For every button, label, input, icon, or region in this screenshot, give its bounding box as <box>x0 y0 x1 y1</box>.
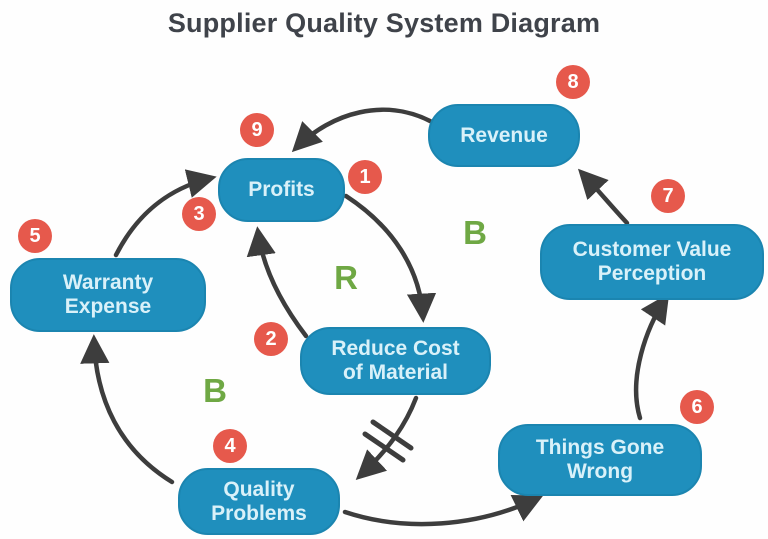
arrow-warranty-expense-to-profits <box>113 169 217 258</box>
node-revenue: Revenue <box>428 104 580 167</box>
badge-6: 6 <box>680 390 714 424</box>
node-things-gone-wrong: Things Gone Wrong <box>498 424 702 496</box>
node-reduce-cost-of-material: Reduce Cost of Material <box>300 327 491 395</box>
loop-label-balancing-left: B <box>203 372 227 409</box>
arrow-things-gone-wrong-to-customer-value <box>633 293 670 421</box>
badge-9: 9 <box>240 113 274 147</box>
loop-label-balancing-right: B <box>463 214 487 251</box>
arrow-profits-to-reduce-cost <box>343 193 437 323</box>
delay-mark-tick-2 <box>362 431 406 463</box>
badge-7: 7 <box>651 179 685 213</box>
badge-8: 8 <box>556 65 590 99</box>
node-customer-value-perception: Customer Value Perception <box>540 224 764 300</box>
arrow-reduce-cost-to-profits <box>246 226 309 339</box>
arrow-quality-problems-to-warranty-expense <box>80 334 175 485</box>
badge-4: 4 <box>213 429 247 463</box>
badge-1: 1 <box>348 160 382 194</box>
node-warranty-expense: Warranty Expense <box>10 258 206 332</box>
badge-5: 5 <box>18 219 52 253</box>
node-quality-problems: Quality Problems <box>178 468 340 535</box>
badge-3: 3 <box>182 197 216 231</box>
arrow-revenue-to-profits <box>291 107 433 153</box>
arrow-quality-problems-to-things-gone-wrong <box>342 495 544 527</box>
arrow-customer-value-to-revenue <box>577 168 630 226</box>
badge-2: 2 <box>254 322 288 356</box>
loop-label-reinforcing: R <box>334 259 358 296</box>
diagram-title: Supplier Quality System Diagram <box>167 8 601 38</box>
delay-mark-tick-1 <box>370 419 414 451</box>
node-profits: Profits <box>218 158 345 222</box>
